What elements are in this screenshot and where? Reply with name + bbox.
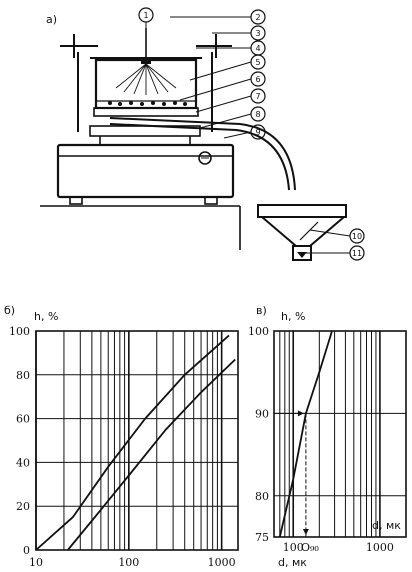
svg-text:7: 7 [255, 92, 260, 101]
table-outline [40, 205, 241, 250]
callout-6: 6 [250, 71, 266, 87]
callout-10: 10 [349, 228, 365, 244]
chart-b-ytick-5: 100 [9, 325, 30, 338]
motor-base [56, 143, 235, 205]
collecting-funnel [257, 204, 347, 261]
chart-c-o90-arrow-h [297, 410, 304, 417]
chart-c-o90-arrow-v [302, 529, 309, 535]
sieve-body [90, 57, 202, 117]
callout-7: 7 [250, 88, 266, 104]
chart-c-xtick-1: O₉₀ [301, 541, 319, 554]
chart-b-series-0 [35, 334, 230, 551]
drain-hose [109, 117, 296, 191]
svg-text:4: 4 [255, 44, 260, 53]
apparatus-drawing: a) [40, 7, 365, 261]
chart-c-frame [273, 330, 407, 538]
chart-c-ytick-3: 100 [248, 325, 269, 338]
callout-11: 11 [349, 245, 365, 261]
chart-c-ytick-0: 75 [255, 531, 269, 544]
chart-c-xtick-0: 100 [283, 541, 304, 554]
chart-b-ytick-4: 80 [16, 369, 30, 382]
panel-c-label: в) [256, 304, 267, 317]
clamp-screws [60, 34, 232, 58]
spray-nozzle [141, 28, 151, 64]
callout-leaders [145, 16, 351, 254]
panel-c-ylabel: h, % [281, 310, 305, 323]
svg-text:11: 11 [352, 249, 362, 258]
chart-b-series-1 [67, 358, 236, 551]
chart-c-ytick-2: 90 [255, 407, 269, 420]
chart-b-ytick-3: 60 [16, 413, 30, 426]
panel-b-label: б) [4, 304, 15, 317]
panel-a-label: a) [46, 13, 57, 26]
svg-text:9: 9 [255, 128, 260, 137]
chart-b-ytick-2: 40 [16, 456, 30, 469]
chart-c-xtick-2: 1000 [366, 541, 394, 554]
chart-b-frame [35, 330, 239, 551]
callout-9: 9 [250, 124, 266, 140]
svg-text:3: 3 [255, 29, 260, 38]
panel-b-xlabel: d, мк [278, 556, 307, 569]
callout-5: 5 [250, 54, 266, 70]
callout-8: 8 [250, 106, 266, 122]
chart-b-xtick-0: 10 [29, 556, 43, 569]
svg-text:6: 6 [255, 75, 260, 84]
chart-b-xtick-1: 100 [118, 556, 139, 569]
chart-b-ytick-1: 20 [16, 500, 30, 513]
callout-3: 3 [250, 25, 266, 41]
panel-b-ylabel: h, % [34, 310, 58, 323]
chart-c-ytick-1: 80 [255, 490, 269, 503]
svg-text:10: 10 [352, 232, 362, 241]
svg-text:1: 1 [143, 11, 148, 20]
svg-text:8: 8 [255, 110, 260, 119]
callout-1: 1 [138, 7, 154, 23]
callout-2: 2 [250, 9, 266, 25]
svg-text:5: 5 [255, 58, 260, 67]
svg-text:2: 2 [255, 13, 260, 22]
chart-b-ytick-0: 0 [23, 544, 30, 557]
chart-b-xtick-2: 1000 [208, 556, 236, 569]
